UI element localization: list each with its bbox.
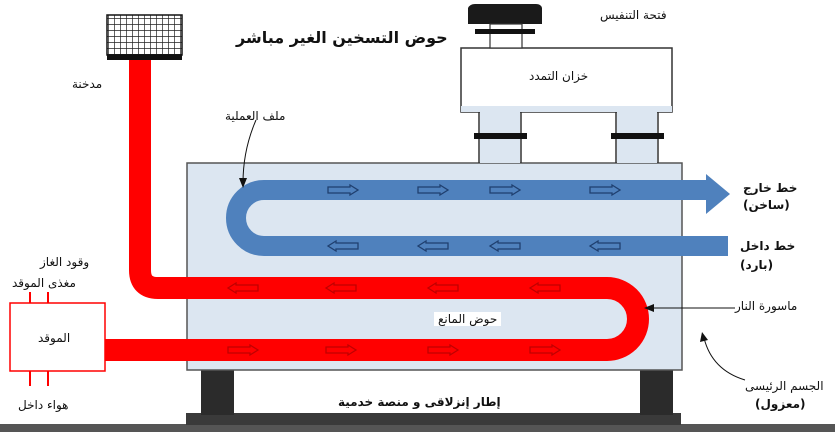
burner-feed-label: مغذى الموقد xyxy=(12,276,76,290)
skid-leg-right xyxy=(640,370,673,415)
coil-arrow-lower xyxy=(588,239,621,253)
coil-flow-arrows xyxy=(326,183,622,253)
pointer-fire-tube-head xyxy=(644,304,654,312)
fire-tube-arrow-upper xyxy=(426,281,459,295)
pointer-process-coil xyxy=(242,119,257,184)
burner-label: الموقد xyxy=(38,331,71,345)
skid-label: إطار إنزلاقى و منصة خدمية xyxy=(338,395,501,409)
air-in-lines xyxy=(29,371,49,386)
inlet-line-note: (بارد) xyxy=(740,258,774,272)
process-coil xyxy=(226,180,728,256)
vent-cap-icon xyxy=(468,4,542,24)
fire-tube-arrow-lower xyxy=(325,343,358,357)
fire-tube-arrow-upper xyxy=(226,281,259,295)
fire-tube-arrow-upper xyxy=(528,281,561,295)
coil-arrow-upper xyxy=(327,183,360,197)
expansion-tank xyxy=(460,47,673,113)
fire-tube-arrow-lower xyxy=(227,343,260,357)
fire-tube-arrow-lower xyxy=(427,343,460,357)
fire-tube xyxy=(104,60,649,361)
coil-arrow-upper xyxy=(417,183,450,197)
pointer-main-body-head xyxy=(700,332,708,342)
chimney-cap-icon xyxy=(106,14,183,56)
air-in-label: هواء داخل xyxy=(18,398,69,412)
flange-left xyxy=(474,133,527,139)
flange-right xyxy=(611,133,664,139)
coil-arrow-lower xyxy=(326,239,359,253)
expansion-tank-liquid xyxy=(461,106,672,112)
pointer-process-coil-head xyxy=(239,178,247,188)
coil-arrow-upper xyxy=(489,183,522,197)
coil-arrow-lower xyxy=(488,239,521,253)
vent-cap-stem xyxy=(489,23,523,49)
coil-arrow-upper xyxy=(589,183,622,197)
fire-tube-flow-arrows xyxy=(226,281,562,357)
outlet-line-label: خط خارج xyxy=(743,181,798,195)
fire-tube-arrow-upper xyxy=(324,281,357,295)
burner-box xyxy=(9,302,106,372)
fluid-bath-label: حوض المانع xyxy=(434,312,502,326)
fuel-gas-lines xyxy=(29,292,49,303)
fire-tube-arrow-lower xyxy=(529,343,562,357)
fire-tube-label: ماسورة النار xyxy=(735,299,798,313)
vent-cap-label: فتحة التنفيس xyxy=(600,8,667,22)
outlet-line-note: (ساخن) xyxy=(743,198,790,212)
process-coil-label: ملف العملية xyxy=(225,109,286,123)
skid-base xyxy=(186,413,681,425)
expansion-tank-label: خزان التمدد xyxy=(529,69,589,83)
coil-outlet-arrowhead xyxy=(706,174,730,214)
pointer-main-body xyxy=(703,337,746,381)
ground-line xyxy=(0,424,835,432)
vent-cap-flange xyxy=(475,29,535,34)
skid-leg-left xyxy=(201,370,234,415)
inlet-line-label: خط داخل xyxy=(740,239,796,253)
diagram-title: حوض التسخين الغير مباشر xyxy=(236,28,448,47)
coil-arrow-lower xyxy=(416,239,449,253)
main-body-note: (معزول) xyxy=(755,397,806,411)
chimney-label: مدخنة xyxy=(72,77,103,91)
chimney-cap-base xyxy=(107,55,182,60)
fuel-gas-label: وقود الغاز xyxy=(40,255,90,269)
main-body-label: الجسم الرئيسى xyxy=(745,379,824,393)
